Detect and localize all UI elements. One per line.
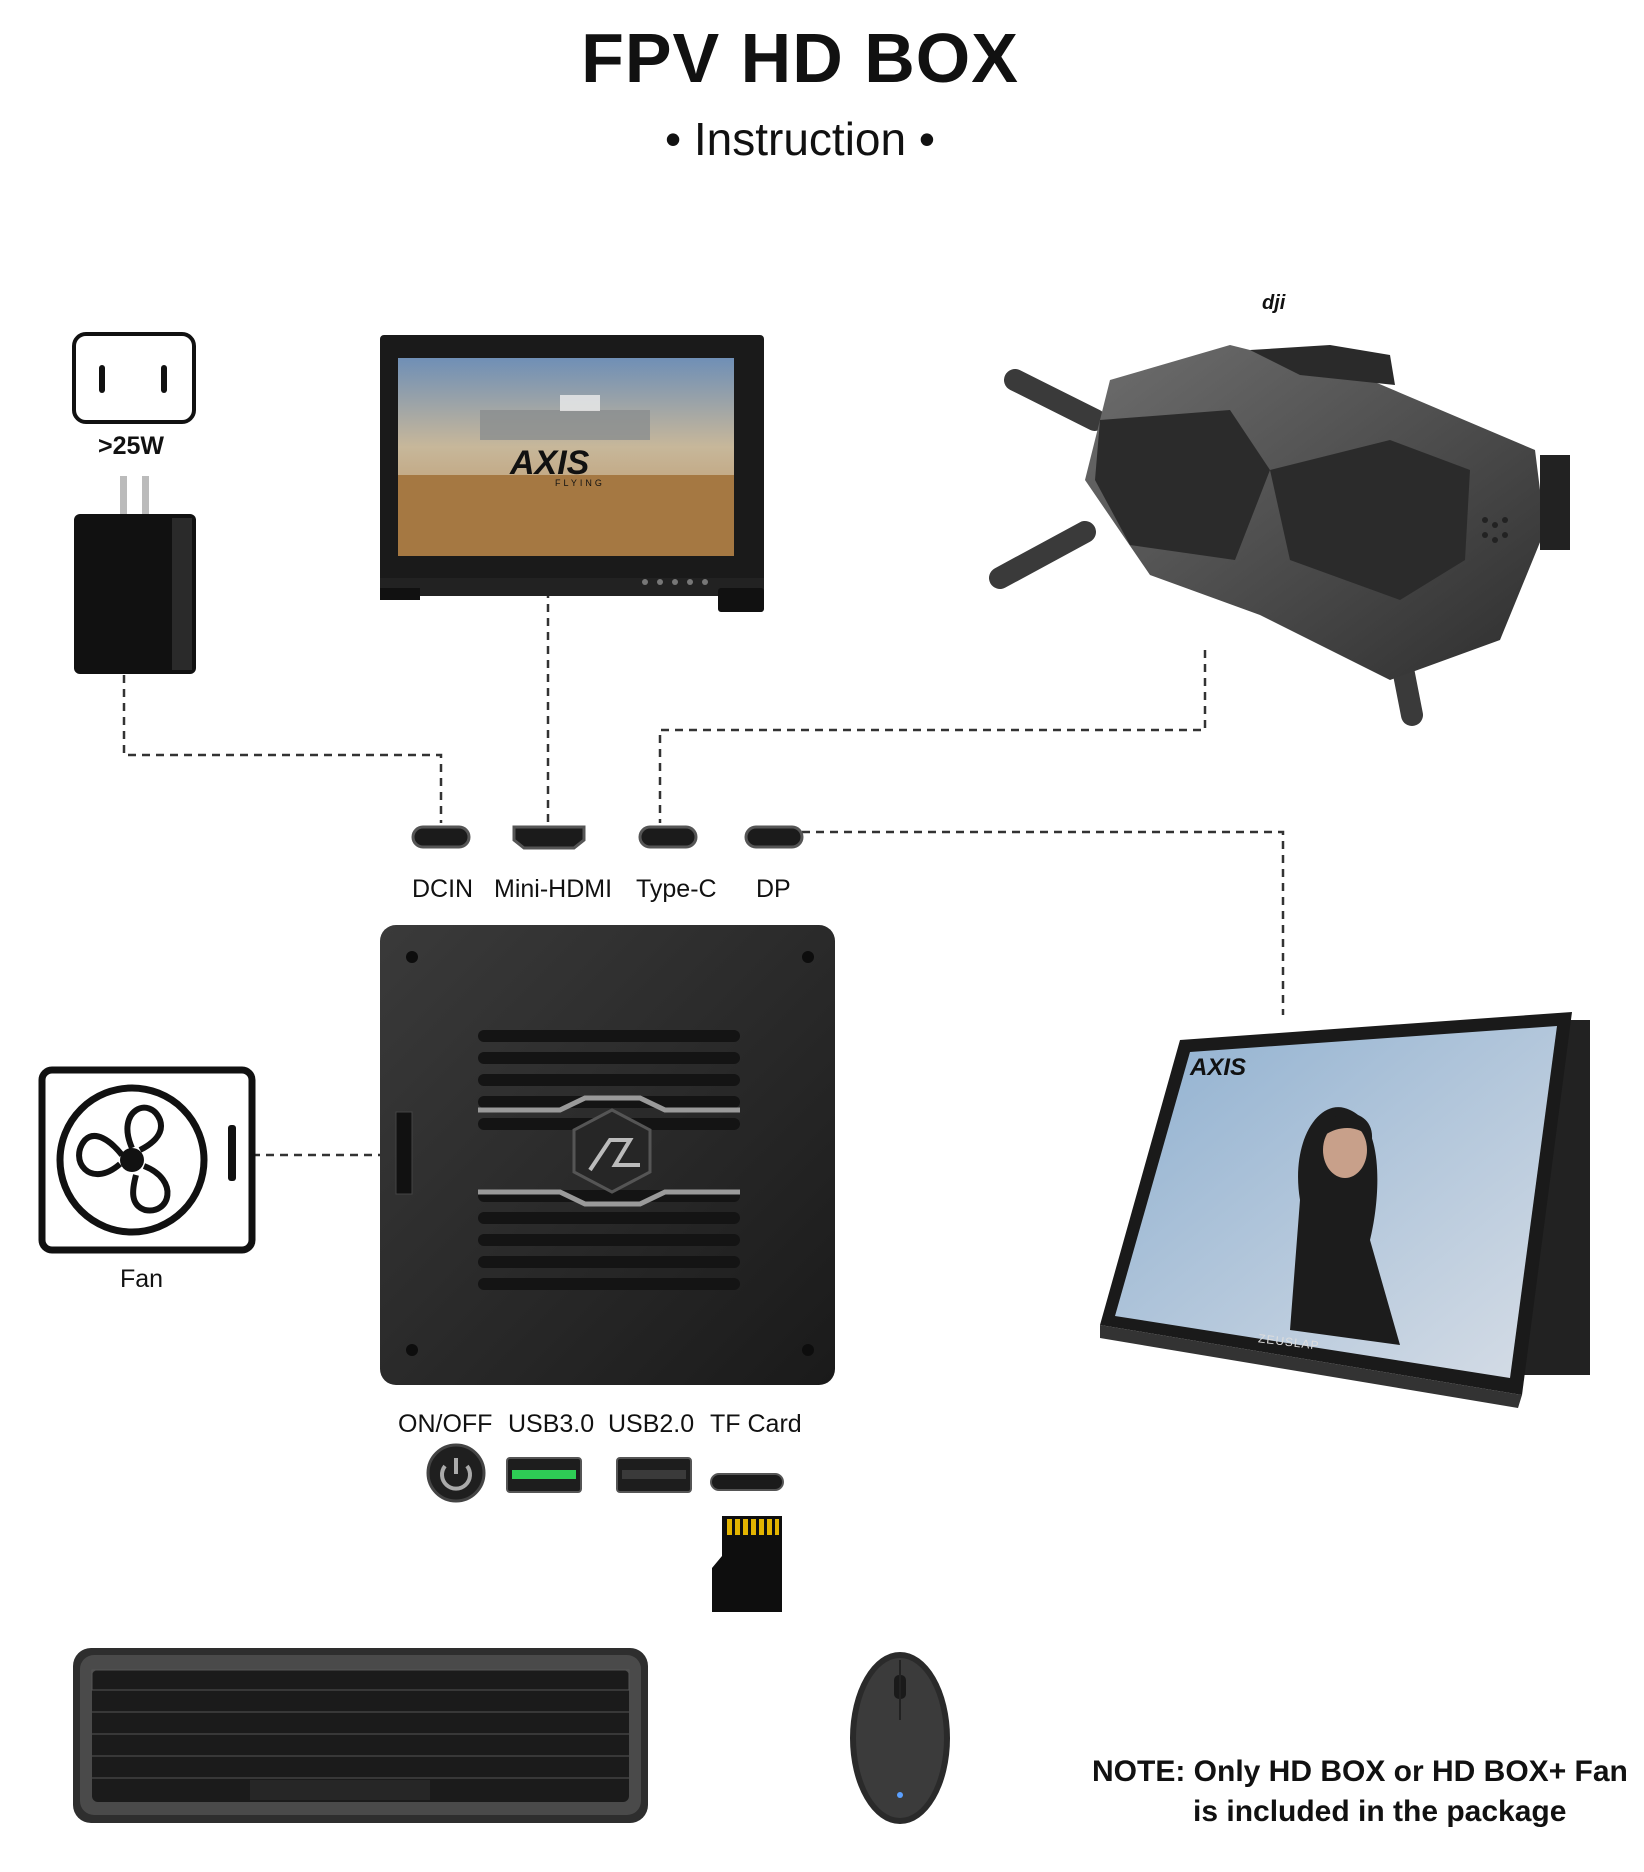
package-note-line2: is included in the package [1193,1795,1567,1828]
field-monitor-illustration [380,335,764,612]
mini-hdmi-port-icon [512,825,586,850]
top-ports [411,825,804,850]
line-power-dcin [122,675,443,823]
hd-box-illustration [380,925,835,1385]
mouse-illustration [850,1652,950,1824]
dcin-port-icon [411,825,471,849]
charger-body [74,514,196,674]
line-dp-display [802,830,1285,1015]
keys-area [92,1670,629,1802]
power-wattage-label: >25W [98,432,165,460]
dp-port-icon [744,825,804,849]
dp-label: DP [756,875,791,903]
fpv-goggles-illustration [989,345,1570,726]
line-goggles-typec [658,650,1207,823]
bottom-ports [426,1443,784,1612]
portable-display-illustration [1100,1012,1590,1408]
tf-card-icon [712,1516,782,1612]
dcin-label: DCIN [412,875,474,903]
monitor-brand-sub: FLYING [555,478,605,488]
fan-illustration [38,1066,256,1254]
page-subtitle: • Instruction • [665,113,935,165]
keyboard-illustration [73,1648,648,1823]
fan-label: Fan [120,1265,164,1293]
typec-port-icon [638,825,698,849]
typec-label: Type-C [636,875,717,903]
monitor-brand-logo: AXIS [510,444,590,482]
tf-card-slot-icon [710,1473,784,1491]
connection-lines [122,590,1285,1157]
tf-card-label: TF Card [710,1410,802,1438]
goggles-brand-logo: dji [1262,292,1286,314]
mini-hdmi-label: Mini-HDMI [494,875,613,903]
power-adapter-illustration [72,332,196,674]
page-title: FPV HD BOX [581,19,1019,97]
usb2-label: USB2.0 [608,1410,695,1438]
usb3-label: USB3.0 [508,1410,595,1438]
fan-frame [38,1066,256,1254]
display-brand-logo: AXIS [1190,1054,1247,1081]
outlet-icon [72,332,196,424]
on-off-label: ON/OFF [398,1410,493,1438]
package-note-line1: NOTE: Only HD BOX or HD BOX+ Fan [1092,1755,1628,1788]
